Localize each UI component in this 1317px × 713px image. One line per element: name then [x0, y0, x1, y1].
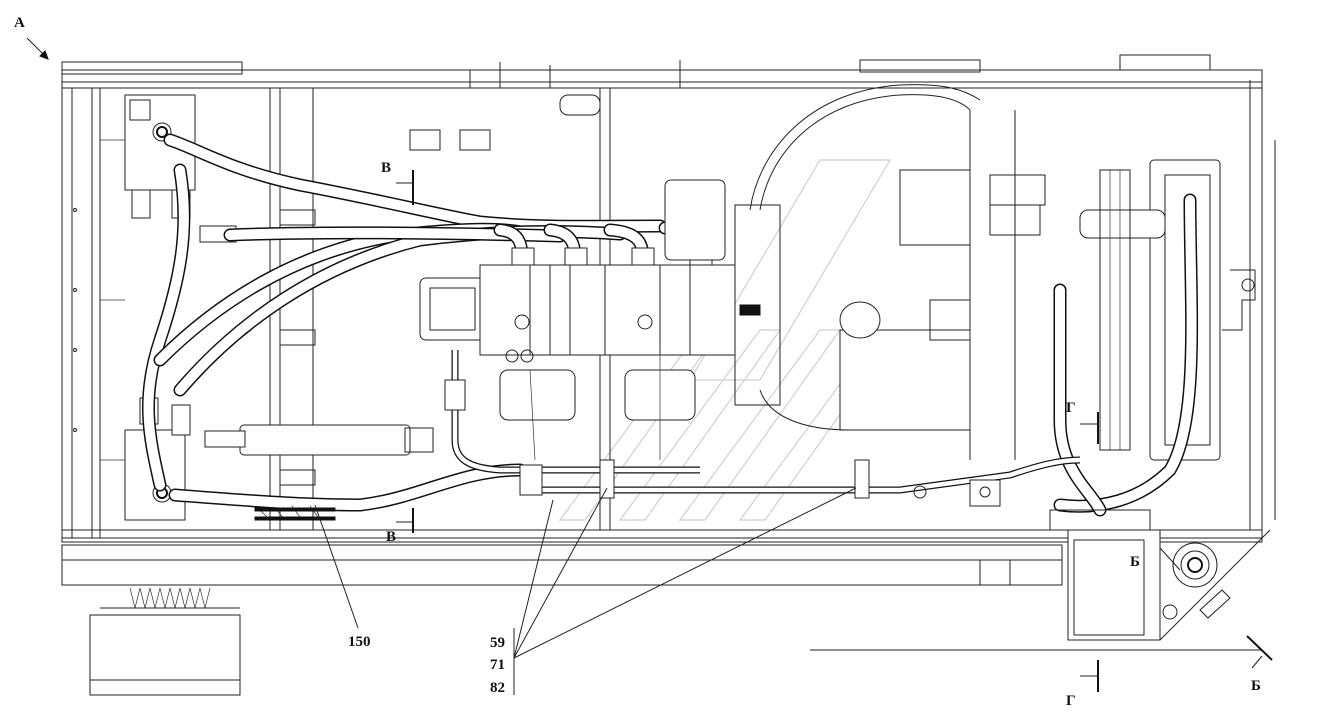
leader-lines: [314, 487, 857, 695]
frame: [61, 54, 1276, 543]
section-label-b-top: В: [381, 160, 392, 176]
radiator: [1053, 159, 1256, 517]
section-label-g-bottom: Г: [1066, 693, 1076, 709]
section-label-be-bottom: Б: [1251, 678, 1261, 694]
section-label-b-bottom: В: [386, 529, 397, 545]
callout-82: 82: [490, 680, 505, 696]
section-markers: [26, 37, 1273, 692]
filters: [444, 350, 700, 474]
lower-right-unit: [1049, 509, 1231, 641]
callout-71: 71: [490, 657, 505, 673]
return-line: [519, 456, 1081, 507]
view-label-a: А: [14, 15, 25, 31]
lower-frame: [61, 529, 1271, 696]
hydraulic-pumps: [419, 179, 761, 363]
engine-block: [734, 84, 1046, 460]
hydraulic-cylinder: [204, 424, 434, 456]
section-label-be-right: Б: [1130, 554, 1140, 570]
callout-59: 59: [490, 635, 505, 651]
section-label-g-top: Г: [1066, 400, 1076, 416]
callout-150: 150: [348, 634, 371, 650]
